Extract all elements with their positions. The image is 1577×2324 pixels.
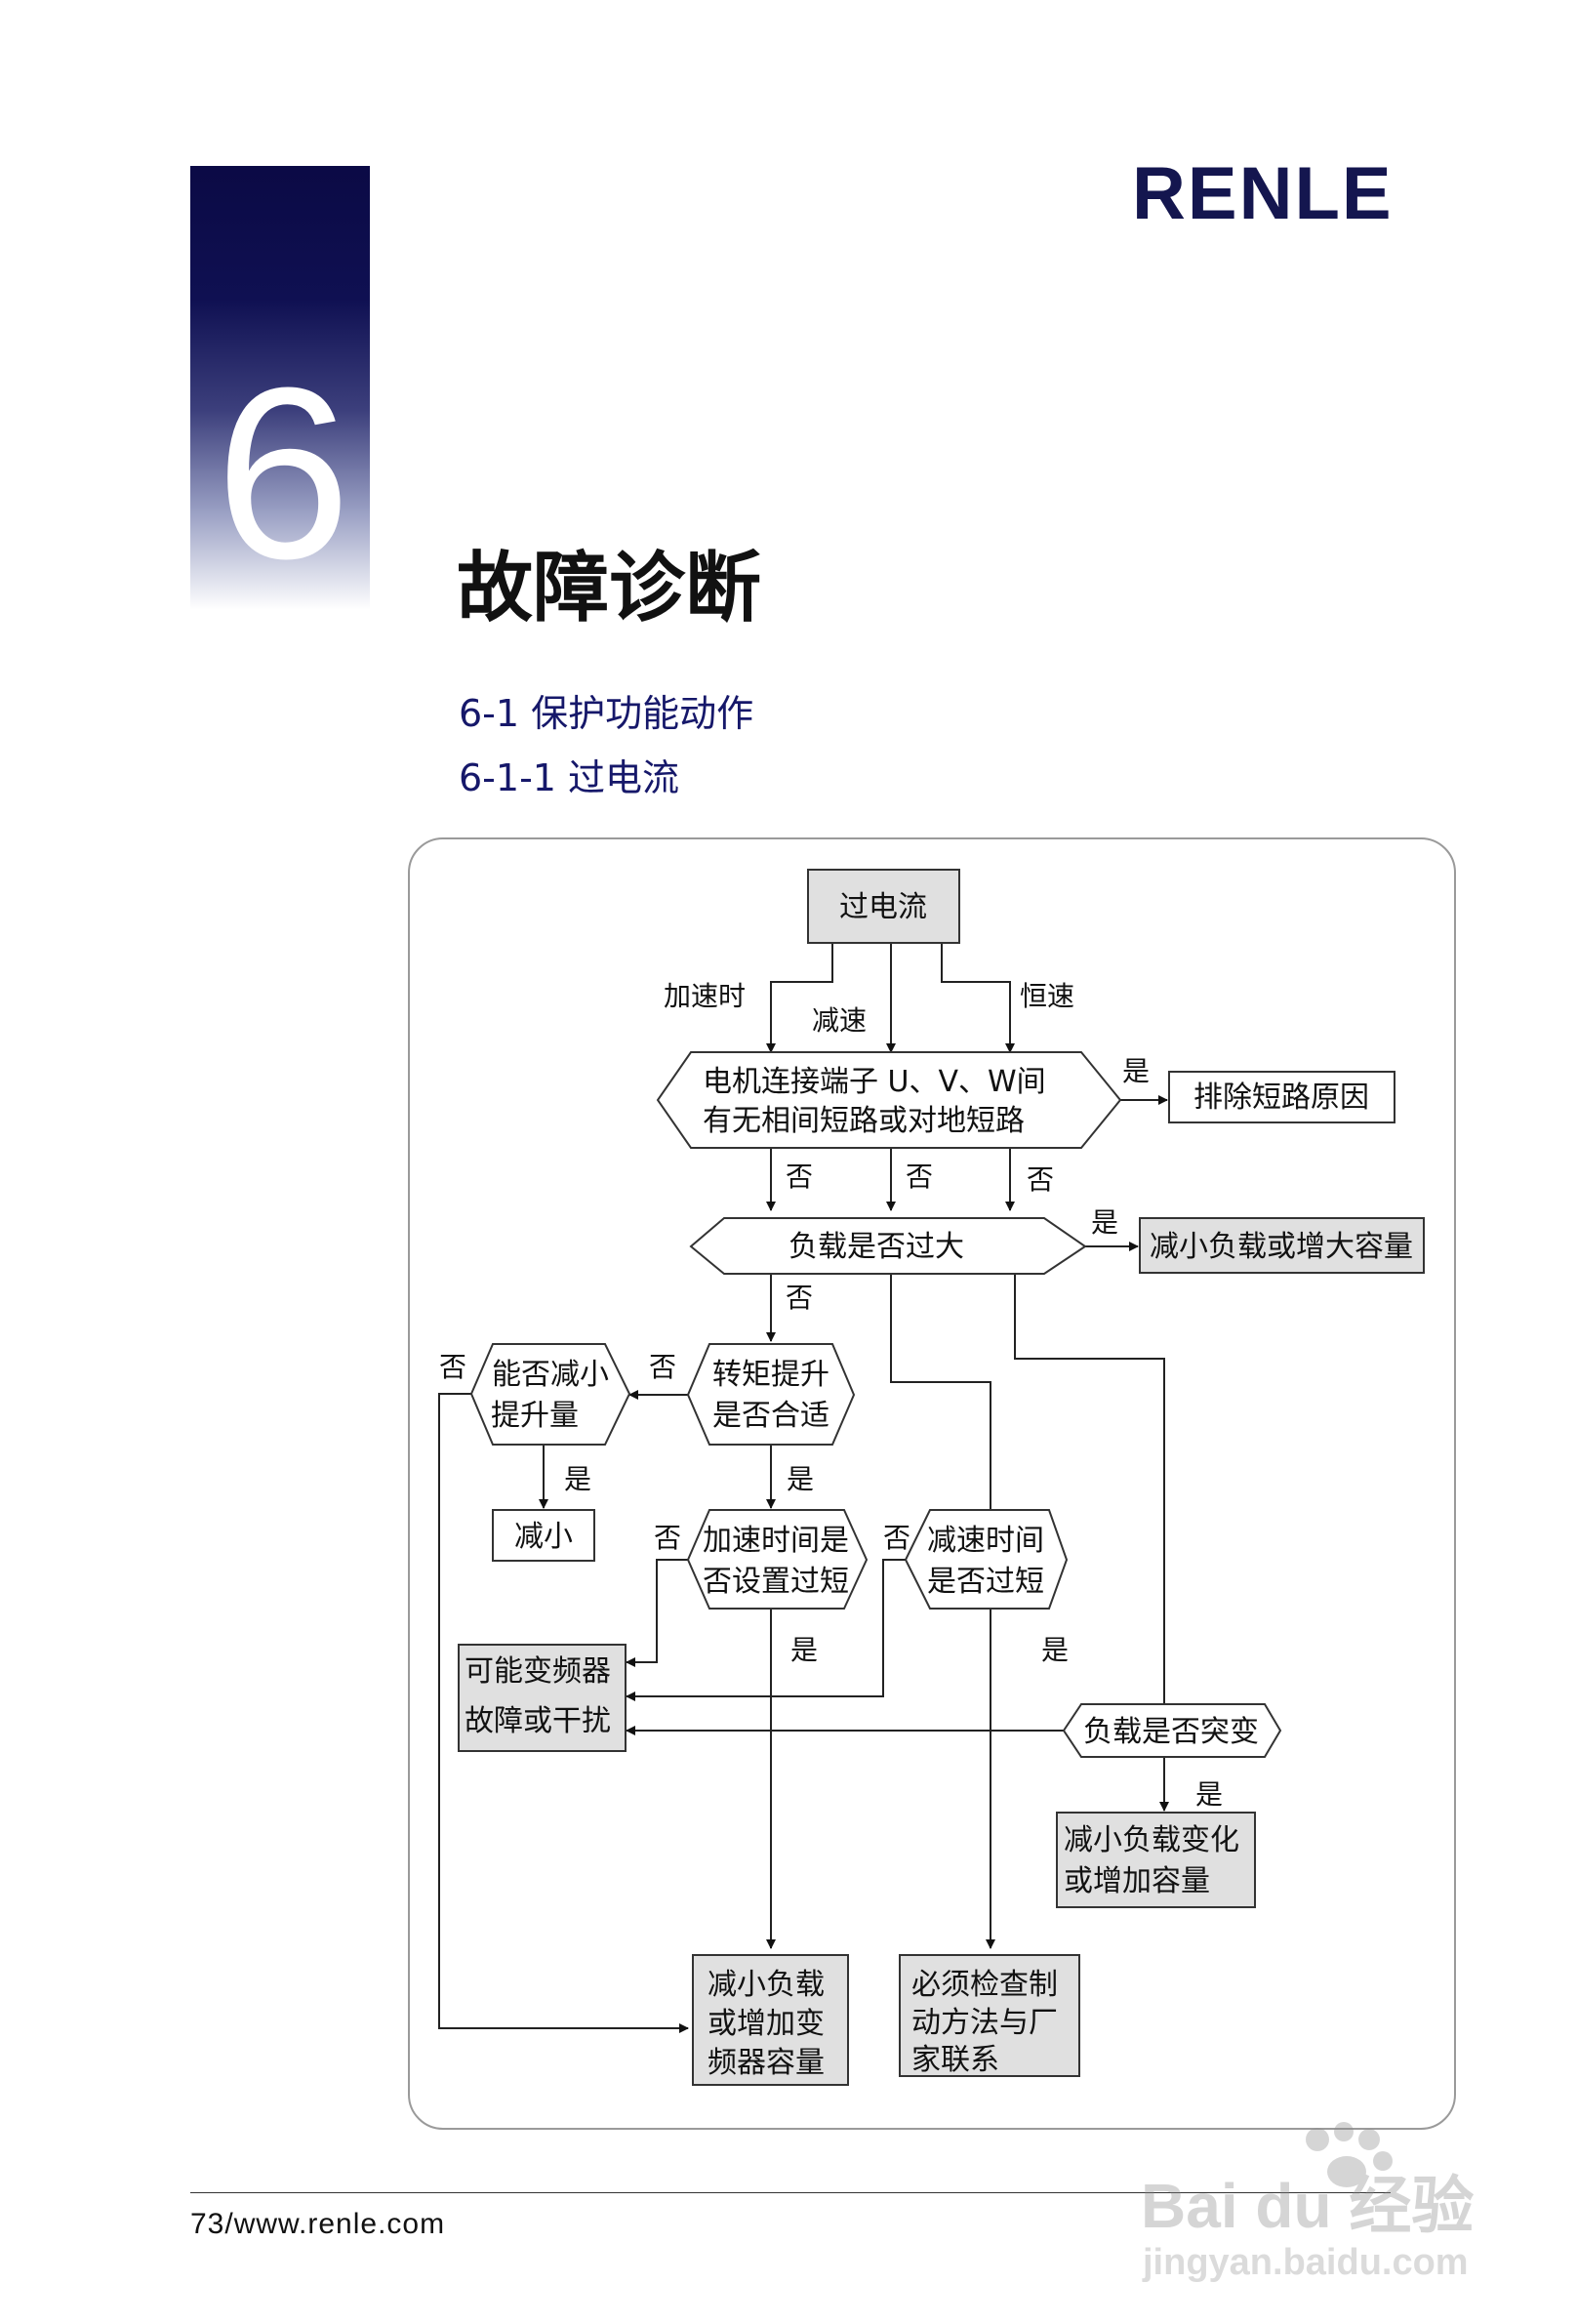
brake-text: 家联系 [911,2043,999,2077]
load-change-box [1056,1812,1256,1908]
paw-icon [1306,2128,1329,2151]
brake-box [899,1954,1080,2077]
decision-decel-time [904,1509,1069,1610]
section-heading: 6-1 保护功能动作 [459,692,754,735]
no-label: 否 [786,1282,813,1314]
flowchart-frame [408,837,1456,2130]
chapter-block [190,166,370,610]
watermark-url: jingyan.baidu.com [1142,2242,1469,2283]
no-label: 否 [883,1522,910,1554]
decision-sudden-text: 负载是否突变 [1083,1715,1259,1749]
no-label: 否 [1027,1163,1054,1196]
capacity-text: 或增加变 [708,2007,825,2041]
chapter-number: 6 [215,337,351,609]
no-label: 否 [906,1161,933,1193]
no-label: 否 [649,1351,676,1383]
yes-label: 是 [787,1463,814,1495]
brake-text: 动方法与厂 [911,2006,1058,2040]
decision-torque-text: 转矩提升 [712,1358,829,1392]
inverter-fault-text: 可能变频器 [465,1654,611,1689]
decision-short-text: 有无相间短路或对地短路 [703,1104,1025,1138]
decision-accel-text: 否设置过短 [703,1565,849,1599]
brand-logo: RENLE [1132,152,1394,235]
reduce-box [492,1509,595,1562]
capacity-text: 减小负载 [708,1968,825,2002]
yes-label: 是 [1195,1778,1223,1811]
footer-rule [190,2192,1391,2193]
load-change-text: 减小负载变化 [1064,1823,1239,1857]
decision-short-text: 电机连接端子 U、V、W间 [703,1065,1046,1099]
capacity-text: 频器容量 [708,2046,825,2080]
fix-short-text: 排除短路原因 [1193,1080,1369,1115]
subsection-heading: 6-1-1 过电流 [459,756,680,799]
yes-label: 是 [1041,1634,1069,1666]
reduce-text: 减小 [514,1520,573,1554]
yes-label: 是 [1091,1206,1118,1239]
decision-torque-text: 是否合适 [712,1399,829,1433]
load-change-text: 或增加容量 [1064,1864,1210,1898]
inverter-fault-text: 故障或干扰 [465,1704,611,1738]
reduce-load-box [1139,1217,1425,1274]
watermark-text: Bai du 经验 [1141,2171,1474,2241]
start-box [807,869,960,944]
decision-short-circuit [656,1051,1122,1149]
yes-label: 是 [1122,1055,1150,1087]
baidu-watermark: Bai du 经验 jingyan.baidu.com [1141,2122,1474,2283]
no-label: 否 [786,1161,813,1193]
yes-label: 是 [564,1463,591,1495]
fix-short-box [1168,1071,1395,1123]
decision-reduce-boost [469,1343,631,1446]
decision-decel-text: 减速时间 [927,1524,1044,1558]
decision-overload-text: 负载是否过大 [788,1230,964,1264]
brake-text: 必须检查制 [911,1968,1058,2002]
inverter-fault-box [458,1644,627,1752]
no-label: 否 [439,1351,466,1383]
decision-boost-text: 提升量 [491,1399,579,1433]
branch-label: 减速 [812,1004,867,1037]
branch-label: 加速时 [664,980,746,1012]
branch-label: 恒速 [1020,980,1074,1012]
decision-boost-text: 能否减小 [492,1358,609,1392]
page-title: 故障诊断 [457,545,762,632]
start-text: 过电流 [839,890,927,924]
reduce-load-text: 减小负载或增大容量 [1150,1230,1413,1264]
decision-load-sudden [1062,1703,1282,1758]
decision-overload [689,1217,1087,1275]
capacity-box [692,1954,849,2086]
decision-accel-text: 加速时间是 [703,1524,849,1558]
no-label: 否 [654,1522,681,1554]
decision-decel-text: 是否过短 [927,1565,1044,1599]
footer-page: 73/www.renle.com [190,2208,446,2240]
decision-accel-time [686,1509,869,1610]
decision-torque-boost [686,1343,856,1446]
yes-label: 是 [790,1634,818,1666]
